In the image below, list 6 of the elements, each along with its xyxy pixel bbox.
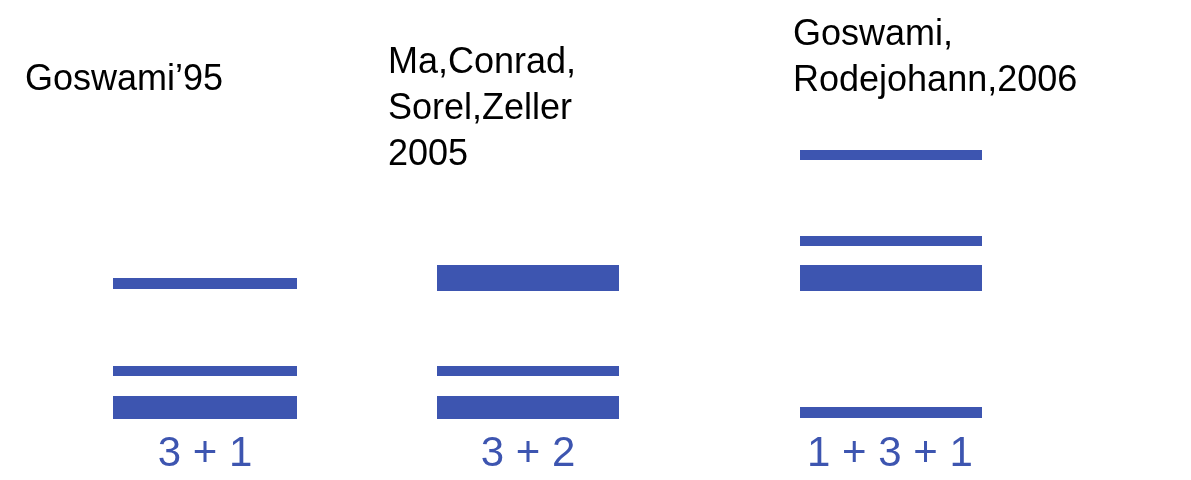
scheme-label: 3 + 1 [156, 428, 254, 476]
author-label: Goswami, Rodejohann,2006 [793, 11, 1079, 101]
scheme-label: 3 + 2 [479, 428, 577, 476]
author-label: Goswami’95 [25, 56, 225, 100]
scheme-label: 1 + 3 + 1 [806, 428, 974, 476]
author-label: Ma,Conrad, Sorel,Zeller 2005 [388, 39, 578, 175]
